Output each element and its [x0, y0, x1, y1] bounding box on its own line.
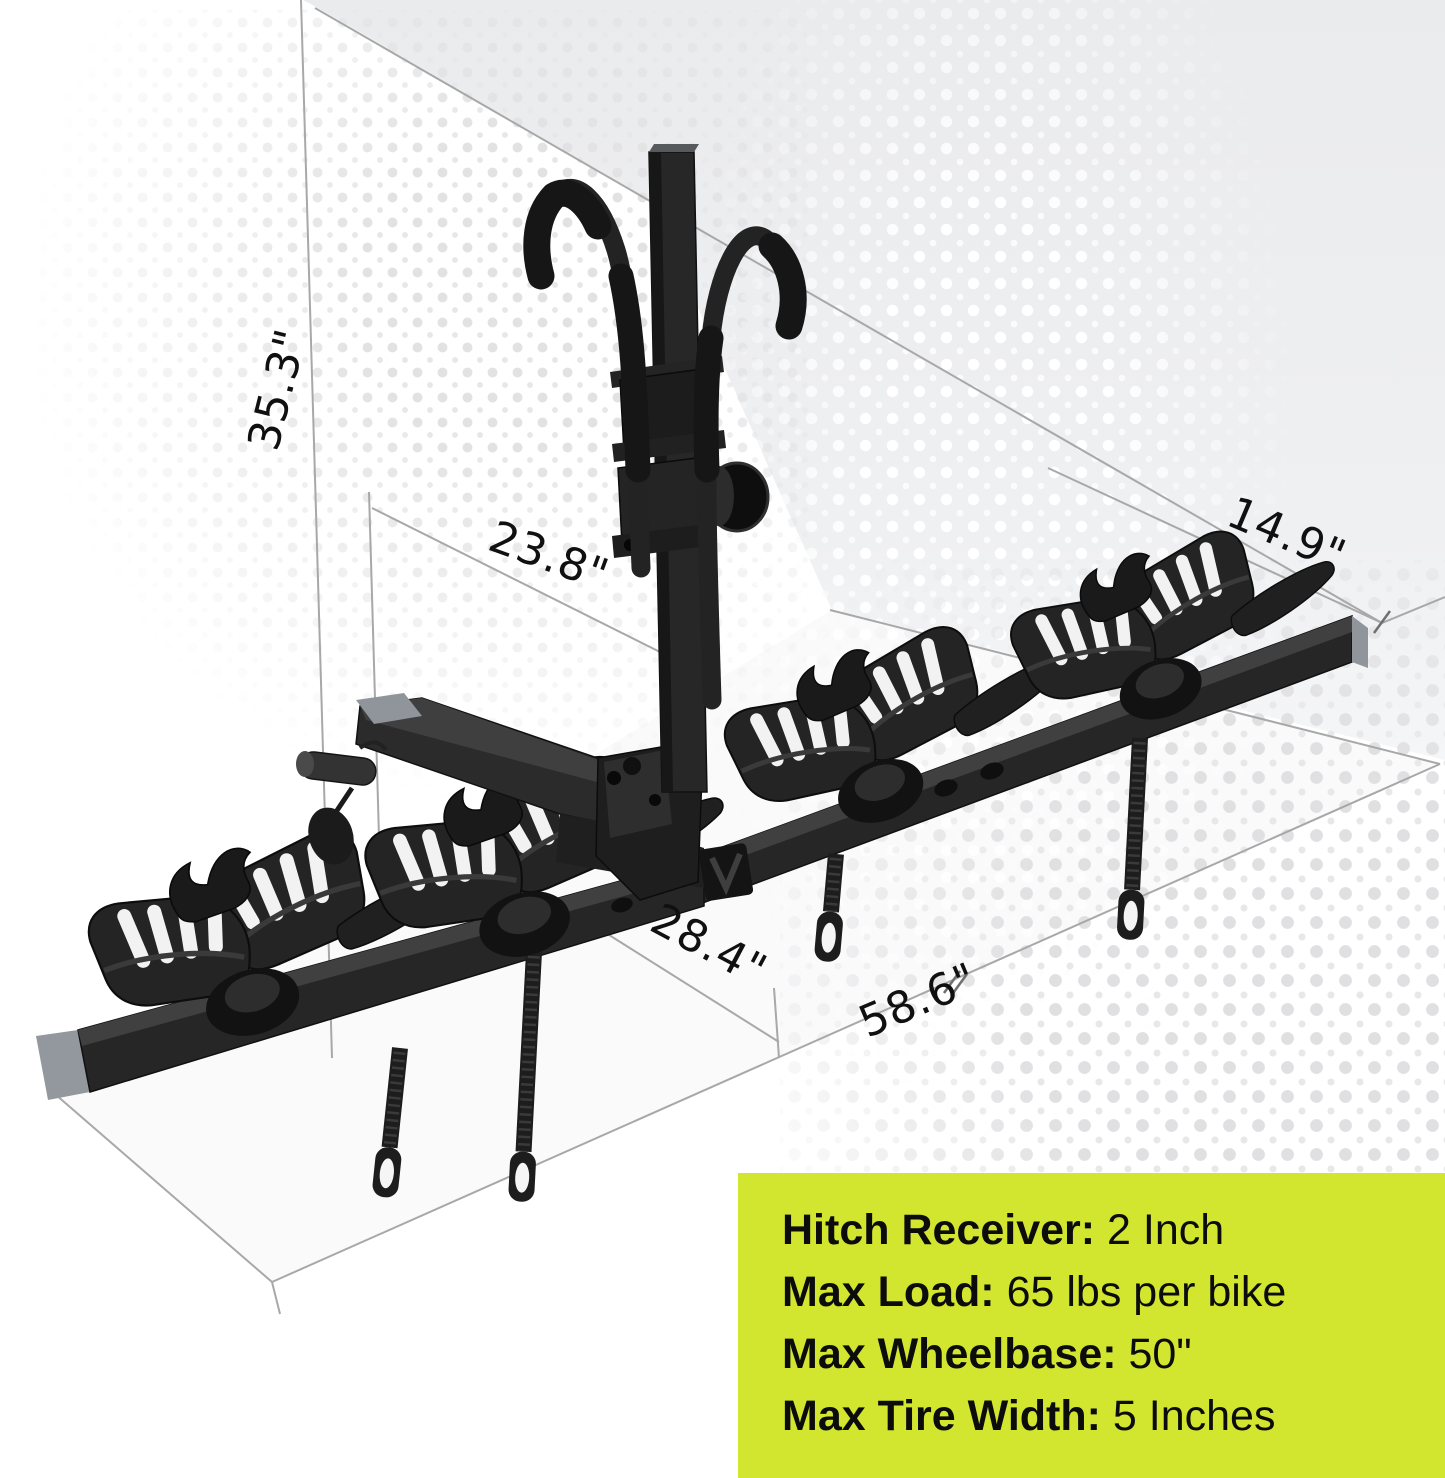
- spec-label: Max Tire Width:: [782, 1392, 1101, 1440]
- dimension-lines: [47, 0, 1445, 1315]
- dim-extension-tray-offset: [773, 987, 780, 1059]
- dim-tick-overall-width: [942, 970, 969, 997]
- brand-logo: [709, 852, 743, 896]
- hitch-pin: [296, 740, 388, 865]
- spec-line-max-load: Max Load: 65 lbs per bike: [782, 1261, 1435, 1323]
- floor-corner-stub: [271, 1281, 281, 1315]
- dimension-label-mast-height: 35.3": [238, 324, 317, 456]
- wheel-tray-station: [998, 491, 1347, 758]
- dim-tick-side-width: [1372, 610, 1392, 634]
- dim-line-overall-width: [271, 763, 1441, 1283]
- spec-line-max-tire-width: Max Tire Width: 5 Inches: [782, 1385, 1435, 1447]
- frame-hook-left: [523, 179, 651, 578]
- wireframe-top-diagonal: [314, 7, 1383, 624]
- spec-label: Max Wheelbase:: [782, 1330, 1117, 1378]
- floor-edge-left: [47, 1087, 273, 1283]
- wireframe-right-edge: [1381, 596, 1445, 624]
- spec-value: 2 Inch: [1107, 1206, 1225, 1254]
- spec-value: 5 Inches: [1112, 1392, 1276, 1440]
- dimension-label-arm-depth: 23.8": [482, 511, 615, 601]
- frame-hook-right: [693, 226, 807, 710]
- dimension-label-overall-width: 58.6": [852, 953, 985, 1048]
- wheel-tray-station: [77, 792, 468, 1036]
- spec-value: 50": [1128, 1330, 1192, 1378]
- spec-value: 65 lbs per bike: [1006, 1268, 1287, 1316]
- dim-line-tray-offset: [597, 927, 780, 1043]
- spec-callout: Hitch Receiver: 2 Inch Max Load: 65 lbs …: [738, 1173, 1445, 1478]
- spec-label: Hitch Receiver:: [782, 1206, 1096, 1254]
- ratchet-strap: [1117, 737, 1148, 940]
- spec-line-max-wheelbase: Max Wheelbase: 50": [782, 1323, 1435, 1385]
- spec-label: Max Load:: [782, 1268, 995, 1316]
- wheel-tray-station: [711, 585, 1075, 863]
- wheel-tray-station: [353, 720, 734, 957]
- ratchet-strap: [814, 853, 844, 962]
- dimension-label-tray-offset: 28.4": [642, 894, 775, 997]
- ratchet-strap: [508, 951, 542, 1202]
- ratchet-strap: [372, 1047, 408, 1198]
- dim-line-arm-depth: [371, 507, 669, 657]
- spec-line-hitch-receiver: Hitch Receiver: 2 Inch: [782, 1199, 1435, 1261]
- bike-rack-illustration: [36, 144, 1368, 1202]
